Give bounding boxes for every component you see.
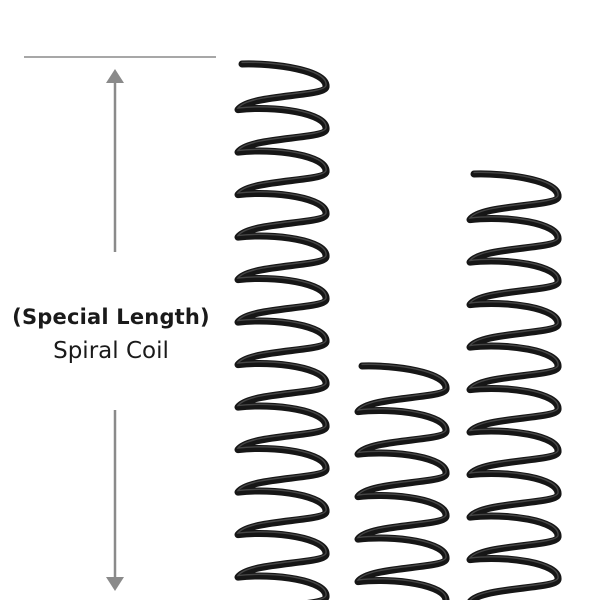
spiral-coil-tall-icon: [234, 60, 330, 600]
label-title: (Special Length): [12, 305, 210, 329]
label-subtitle: Spiral Coil: [53, 338, 169, 364]
spiral-coil-short-icon: [354, 362, 450, 600]
coil-wire-highlight: [236, 61, 327, 600]
coil-wire-highlight: [468, 171, 559, 600]
coil-wire: [354, 362, 450, 600]
spiral-coil-medium-icon: [466, 170, 562, 600]
product-label: (Special Length) Spiral Coil: [0, 300, 222, 368]
length-dimension-indicator: [24, 56, 216, 591]
coil-wire: [234, 60, 330, 600]
coil-wire-highlight: [356, 363, 447, 600]
coil-wire: [466, 170, 562, 600]
